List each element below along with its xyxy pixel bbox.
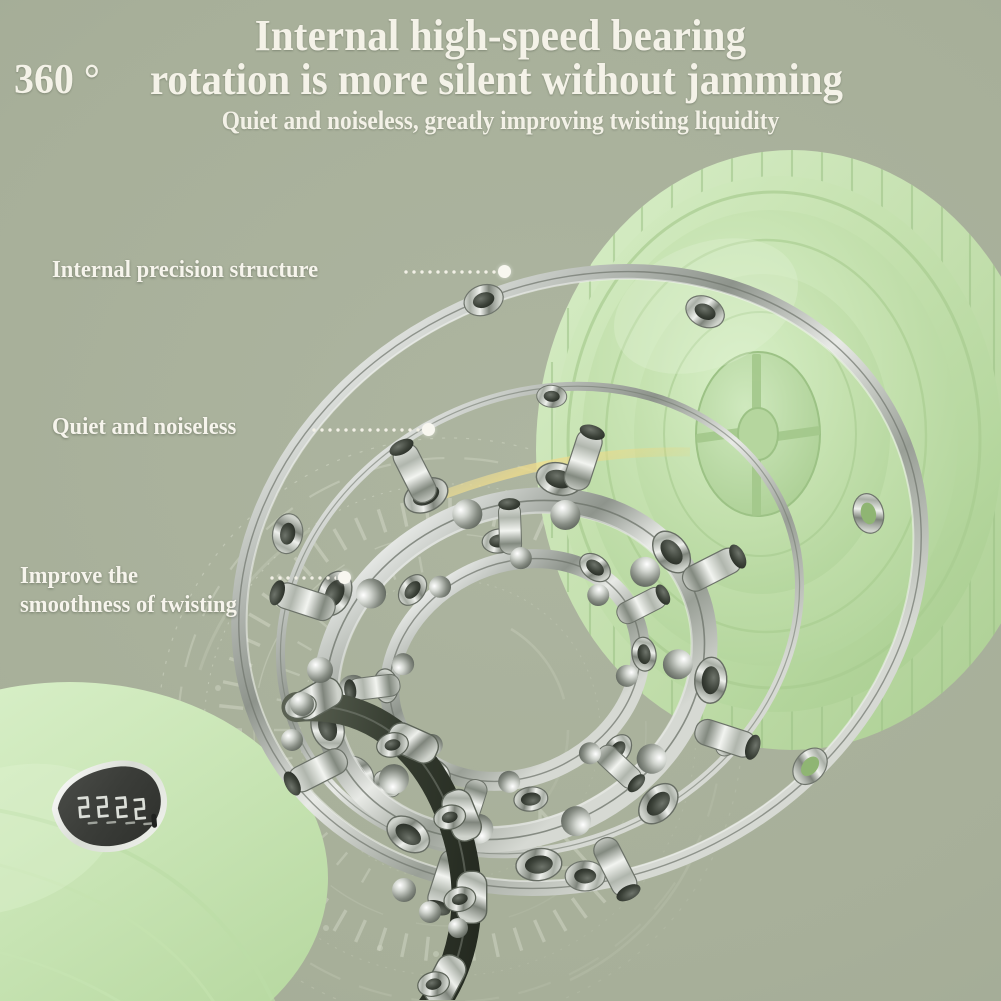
leader-endpoint-dot <box>498 265 511 278</box>
leader-dots <box>270 576 336 580</box>
leader-dots <box>312 428 420 432</box>
leader-endpoint-dot <box>422 423 435 436</box>
led-display-panel <box>27 734 194 882</box>
callout-improve-smoothness: Improve the smoothness of twisting <box>20 563 237 618</box>
callout-quiet-and-noiseless: Quiet and noiseless <box>52 414 237 440</box>
headline-line-2: rotation is more silent without jamming <box>150 55 843 104</box>
leader-line-3 <box>270 571 358 585</box>
headline-block: Internal high-speed bearing 360 ° rotati… <box>0 0 1001 150</box>
headline-line-1: Internal high-speed bearing <box>254 11 747 60</box>
callout-internal-precision-structure: Internal precision structure <box>52 257 319 283</box>
headline-subtitle: Quiet and noiseless, greatly improving t… <box>221 106 780 135</box>
bearing-assembly <box>130 200 960 1000</box>
degrees-badge: 360 ° <box>14 57 100 103</box>
leader-endpoint-dot <box>338 571 351 584</box>
leader-line-2 <box>312 423 440 437</box>
leader-line-1 <box>404 265 516 279</box>
leader-dots <box>404 270 496 274</box>
